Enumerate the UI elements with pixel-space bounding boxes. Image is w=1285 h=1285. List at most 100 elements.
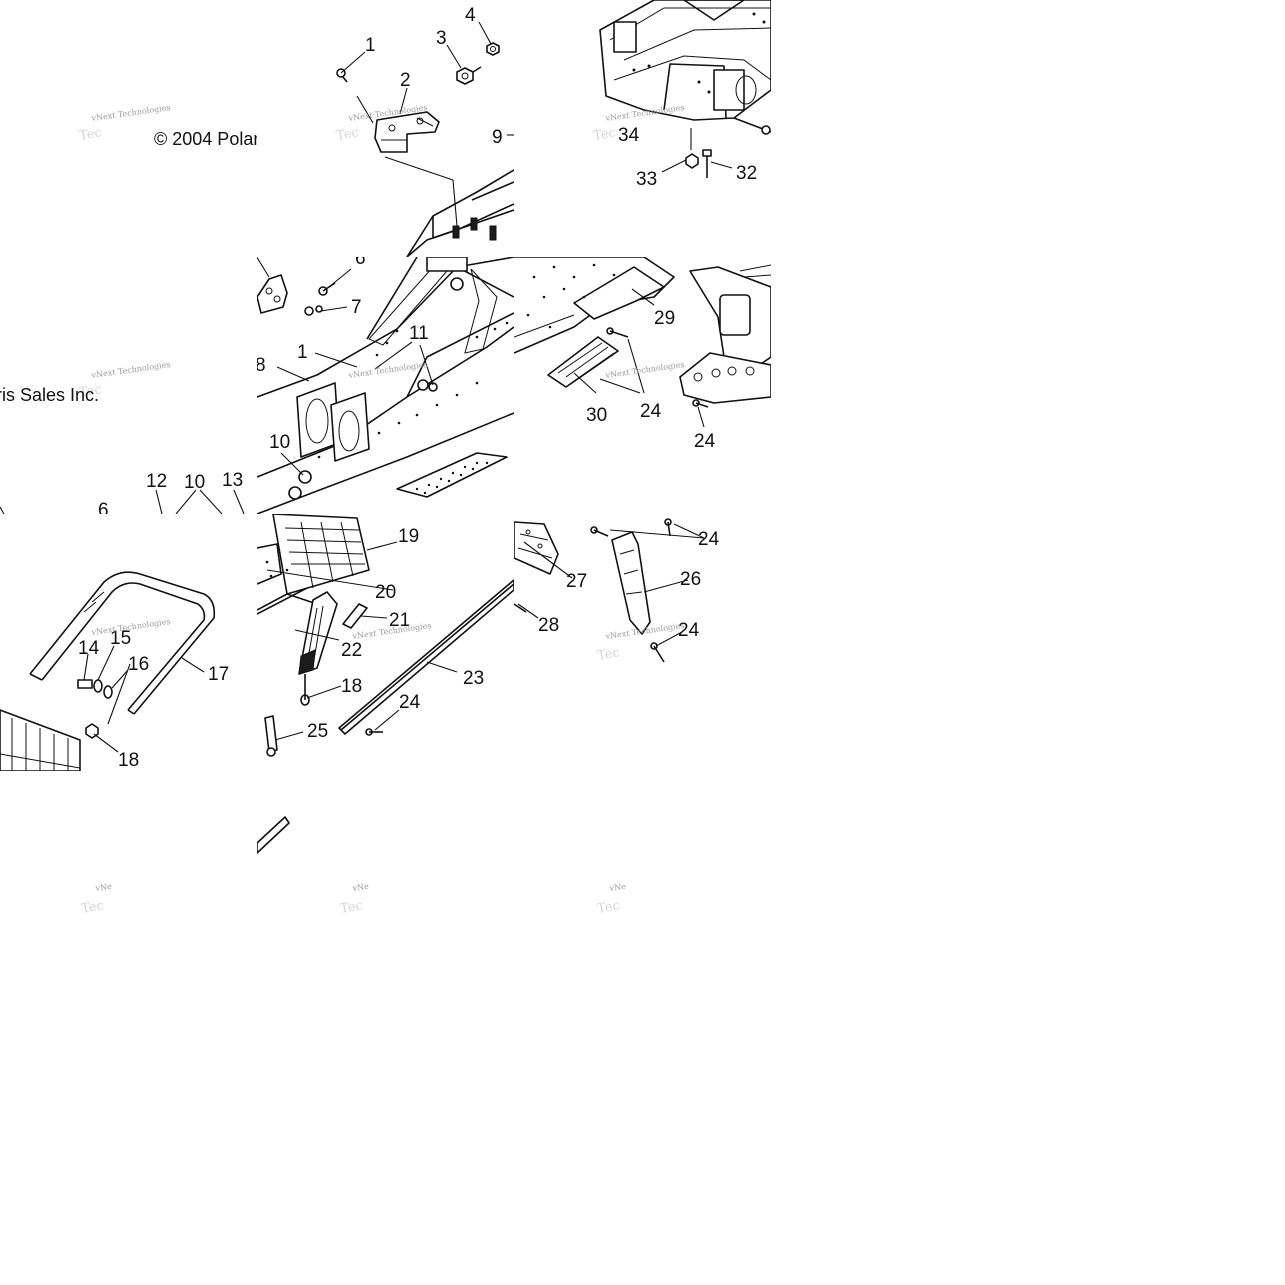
callout-leader (83, 653, 89, 681)
callout-leader (452, 179, 458, 227)
watermark-text-faint: Tec (596, 898, 621, 917)
tile-middle-left: vNext Technologies Tec ris Sales Inc. 12… (0, 257, 257, 514)
nut-part (486, 42, 500, 56)
callout-leader (523, 541, 573, 579)
callout-label: 24 (399, 692, 421, 713)
rear-rack-part (0, 709, 81, 771)
watermark-text: vNext Technologies (347, 360, 428, 380)
callout-label: 11 (409, 323, 429, 344)
callout-leader (426, 661, 458, 673)
callout-leader (419, 344, 434, 386)
callout-leader (661, 159, 687, 173)
callout-leader (627, 338, 645, 394)
callout-label: 8 (257, 355, 266, 376)
callout-label: 1 (365, 35, 376, 56)
rail-end-part (257, 816, 290, 854)
front-frame-part (599, 0, 771, 135)
tile-center: 5 6 7 8 1 11 10 31 vNext Technologies (257, 257, 514, 514)
bolt-part (692, 399, 709, 408)
watermark-text: vNext Technologies (90, 103, 171, 123)
callout-label: 21 (389, 610, 410, 631)
callout-leader (266, 569, 394, 591)
callout-leader (710, 161, 733, 169)
callout-label: 10 (184, 472, 205, 493)
watermark-text: vNe (608, 882, 627, 893)
callout-leader (97, 645, 115, 681)
watermark-text-faint: Tec (592, 125, 617, 144)
bolt-part (77, 679, 93, 689)
callout-leader (374, 709, 400, 731)
callout-leader (257, 257, 270, 278)
rail-end-part (514, 603, 527, 613)
callout-label: 17 (208, 664, 229, 685)
screw-part (664, 518, 672, 537)
callout-leader (631, 288, 655, 306)
callout-label: 30 (586, 405, 607, 426)
copyright-text-right: ris Sales Inc. (0, 385, 99, 405)
bolt-part (318, 282, 336, 296)
rail-bracket-part (514, 521, 559, 575)
callout-leader (478, 21, 492, 45)
callout-label: 24 (698, 529, 720, 550)
callout-leader (294, 629, 340, 641)
callout-label: 16 (128, 654, 149, 675)
callout-label: 34 (618, 125, 640, 146)
callout-label: 2 (400, 70, 411, 91)
callout-leader (175, 489, 197, 514)
callout-leader (306, 685, 342, 699)
callout-label: 24 (678, 620, 700, 641)
nut-part (685, 153, 699, 169)
rail-part (338, 579, 514, 735)
nut-part (456, 66, 482, 85)
callout-label: 20 (375, 582, 396, 603)
callout-leader (0, 506, 5, 514)
bolt-part (702, 149, 712, 178)
callout-label: 19 (398, 526, 419, 547)
front-bumper-part (679, 264, 771, 404)
callout-label: 1 (297, 342, 308, 363)
tile-middle-right: 29 30 24 24 vNext Technologies (514, 257, 771, 514)
callout-leader (360, 615, 388, 619)
callout-leader (233, 489, 245, 514)
callout-leader (340, 51, 366, 74)
callout-leader (643, 579, 689, 593)
side-brace-part (611, 531, 651, 635)
bolt-part (336, 68, 348, 83)
bracket-part (374, 111, 440, 153)
reflector-part (342, 603, 368, 629)
callout-leader (111, 669, 129, 689)
watermark-text-faint: Tec (78, 382, 103, 401)
tunnel-frame-part (406, 169, 514, 257)
tunnel-part (257, 257, 514, 514)
callout-leader (517, 603, 539, 619)
callout-leader (366, 541, 398, 551)
callout-label: 12 (146, 471, 167, 492)
callout-label: 9 (492, 127, 503, 148)
tile-top-left: vNext Technologies Tec © 2004 Polar (0, 0, 257, 257)
rear-bumper-part (29, 571, 216, 715)
callout-label: 32 (736, 163, 757, 184)
callout-label: 28 (538, 615, 559, 636)
callout-label: 23 (463, 668, 484, 689)
tile-row4-left: vNe Tec (0, 771, 257, 931)
callout-leader (314, 352, 358, 368)
callout-leader (328, 268, 352, 288)
screw-part (650, 642, 665, 663)
tunnel-rear-part (257, 543, 318, 615)
washer-part (93, 679, 113, 699)
watermark-text-faint: Tec (78, 125, 103, 144)
tile-bottom-left: 14 15 16 17 18 vNext Technologies (0, 514, 257, 771)
tile-row4-right: vNe Tec (514, 771, 771, 931)
callout-label: 10 (269, 432, 290, 453)
callout-leader (673, 523, 705, 539)
callout-leader (181, 657, 205, 673)
bolt-part (300, 674, 310, 706)
tile-top-middle: 1 2 3 4 9 vNext Technologies Tec (257, 0, 514, 257)
footrest-pad-part (296, 382, 370, 462)
bolt-part (606, 327, 629, 338)
callout-label: 18 (341, 676, 362, 697)
callout-label: 6 (355, 257, 366, 269)
watermark-text: vNext Technologies (604, 360, 685, 380)
taillight-part (298, 591, 338, 675)
callout-label: 7 (351, 297, 362, 318)
